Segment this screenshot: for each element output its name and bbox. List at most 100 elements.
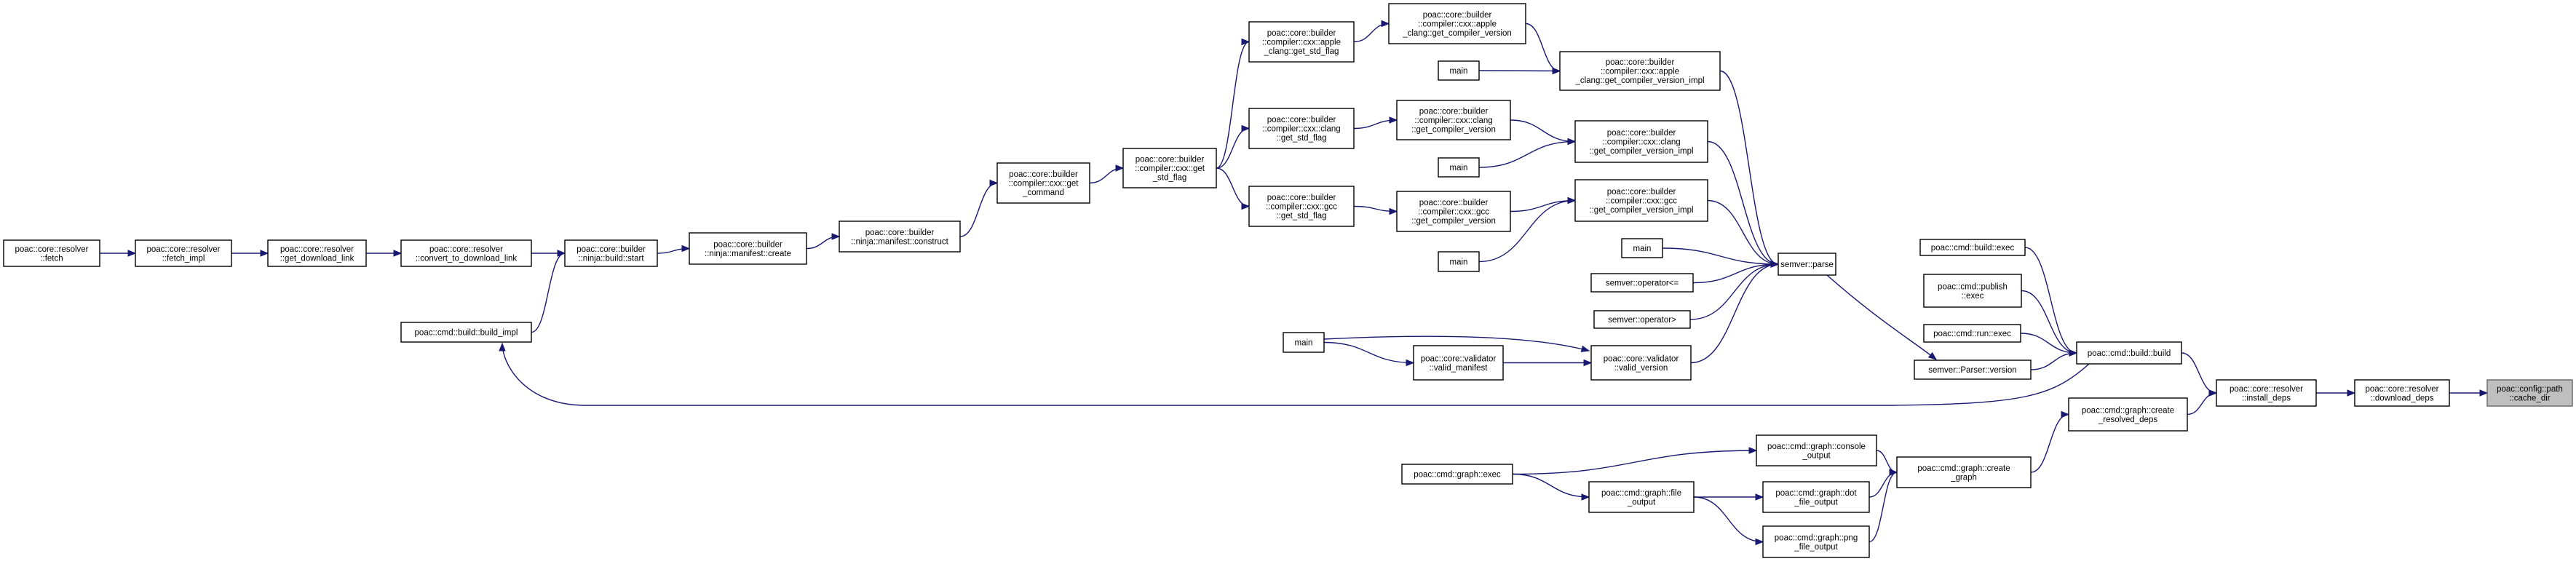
- node-label: poac::core::builder: [1009, 170, 1078, 179]
- function-node[interactable]: poac::core::builder::compiler::cxx::appl…: [1248, 21, 1355, 63]
- node-label: poac::cmd::graph::create: [2082, 406, 2174, 415]
- node-label: semver::operator<=: [1606, 279, 1679, 288]
- function-node[interactable]: poac::core::builder::compiler::cxx::clan…: [1248, 108, 1355, 149]
- function-node[interactable]: semver::parse: [1778, 253, 1836, 276]
- call-edge: [657, 245, 691, 254]
- function-node[interactable]: poac::core::resolver::get_download_link: [267, 239, 367, 267]
- node-box: [400, 239, 532, 267]
- function-node[interactable]: poac::core::builder::compiler::cxx::clan…: [1396, 100, 1511, 140]
- function-node[interactable]: poac::core::builder::ninja::build::start: [564, 239, 658, 267]
- arrowhead-icon: [1567, 138, 1577, 146]
- function-node[interactable]: poac::cmd::graph::png_file_output: [1762, 525, 1870, 558]
- node-label: main: [1450, 164, 1468, 172]
- node-label: poac::core::resolver: [280, 245, 354, 254]
- arrowhead-icon: [2347, 389, 2356, 397]
- node-box: [839, 221, 961, 253]
- function-node[interactable]: poac::core::resolver::fetch_impl: [135, 239, 232, 267]
- node-label: ::get_compiler_version: [1411, 217, 1496, 226]
- function-node[interactable]: main: [1438, 157, 1480, 178]
- function-node[interactable]: poac::cmd::graph::file_output: [1588, 481, 1695, 513]
- edge-line: [1323, 335, 1590, 351]
- function-node[interactable]: poac::core::builder::compiler::cxx::get_…: [1122, 148, 1217, 188]
- function-node[interactable]: poac::cmd::graph::create_resolved_deps: [2068, 397, 2188, 432]
- node-label: poac::cmd::graph::exec: [1414, 471, 1501, 480]
- node-box: [1438, 60, 1480, 81]
- node-box: [564, 239, 658, 267]
- node-box: [1593, 310, 1691, 329]
- function-node[interactable]: poac::cmd::build::exec: [1919, 239, 2026, 256]
- function-node[interactable]: poac::core::builder::compiler::cxx::appl…: [1388, 3, 1526, 44]
- function-node[interactable]: poac::core::builder::ninja::manifest::cr…: [689, 232, 807, 265]
- arrowhead-icon: [393, 250, 403, 257]
- call-edge: [1216, 38, 1251, 169]
- call-edge: [231, 250, 269, 257]
- call-edge: [1353, 116, 1398, 130]
- node-label: _clang::get_std_flag: [1264, 47, 1339, 56]
- function-node[interactable]: poac::core::validator::valid_version: [1590, 345, 1692, 381]
- function-node[interactable]: poac::cmd::graph::console_output: [1756, 434, 1877, 466]
- arrowhead-icon: [1389, 116, 1398, 124]
- node-label: poac::core::resolver: [429, 245, 503, 254]
- function-node[interactable]: poac::core::builder::compiler::cxx::gcc:…: [1248, 186, 1355, 227]
- function-node[interactable]: poac::cmd::build::build_impl: [400, 322, 532, 343]
- edge-line: [502, 343, 2090, 406]
- function-node[interactable]: poac::cmd::graph::create_graph: [1896, 456, 2032, 488]
- call-edge: [1323, 335, 1590, 352]
- node-box: [1413, 345, 1504, 381]
- call-edge: [366, 250, 403, 257]
- function-node[interactable]: semver::operator>: [1593, 310, 1691, 329]
- function-node[interactable]: poac::cmd::publish::exec: [1923, 274, 2022, 308]
- node-box: [267, 239, 367, 267]
- node-label: poac::cmd::publish: [1938, 282, 2008, 291]
- function-node[interactable]: semver::operator<=: [1590, 273, 1694, 293]
- edge-line: [1707, 199, 1779, 265]
- function-node[interactable]: poac::core::resolver::install_deps: [2216, 379, 2317, 407]
- node-label: poac::core::builder: [1267, 29, 1336, 38]
- function-node[interactable]: poac::core::builder::compiler::cxx::clan…: [1574, 120, 1708, 163]
- function-node[interactable]: main: [1438, 60, 1480, 81]
- function-node[interactable]: poac::core::resolver::download_deps: [2354, 379, 2450, 407]
- function-node[interactable]: poac::core::resolver::fetch: [3, 239, 100, 267]
- edge-line: [1510, 119, 1576, 143]
- function-node[interactable]: poac::core::resolver::convert_to_downloa…: [400, 239, 532, 267]
- node-label: poac::cmd::build::build: [2088, 349, 2171, 358]
- function-node[interactable]: poac::core::builder::compiler::cxx::appl…: [1559, 51, 1721, 91]
- node-label: poac::core::builder: [713, 240, 782, 249]
- arrowhead-icon: [1406, 359, 1415, 367]
- node-label: ::get_std_flag: [1276, 134, 1326, 143]
- root-node[interactable]: poac::config::path::cache_dir: [2486, 379, 2573, 407]
- node-box: [1396, 191, 1511, 232]
- edge-line: [1826, 274, 1937, 360]
- function-node[interactable]: poac::core::builder::compiler::cxx::get_…: [996, 162, 1090, 204]
- function-node[interactable]: poac::cmd::graph::dot_file_output: [1762, 481, 1870, 513]
- node-box: [2354, 379, 2450, 407]
- node-label: poac::cmd::graph::file: [1601, 489, 1681, 498]
- function-node[interactable]: main: [1621, 238, 1663, 258]
- call-edge: [1693, 496, 1764, 546]
- function-node[interactable]: poac::core::validator::valid_manifest: [1413, 345, 1504, 381]
- function-node[interactable]: main: [1283, 332, 1325, 353]
- node-label: ::cache_dir: [2509, 394, 2550, 402]
- node-label: _file_output: [1794, 543, 1838, 552]
- call-edge: [1323, 341, 1415, 367]
- arrowhead-icon: [2479, 389, 2489, 397]
- node-label: poac::cmd::build::exec: [1931, 244, 2015, 253]
- function-node[interactable]: poac::core::builder::compiler::cxx::gcc:…: [1396, 191, 1511, 232]
- function-node[interactable]: poac::cmd::build::build: [2076, 341, 2182, 365]
- node-box: [1574, 120, 1708, 163]
- function-node[interactable]: main: [1438, 251, 1480, 272]
- edge-line: [2187, 392, 2217, 416]
- function-node[interactable]: poac::cmd::run::exec: [1923, 324, 2021, 343]
- node-box: [1590, 345, 1692, 381]
- call-edge: [2030, 349, 2078, 370]
- function-node[interactable]: semver::Parser::version: [1914, 360, 2032, 380]
- function-node[interactable]: poac::cmd::graph::exec: [1401, 464, 1513, 485]
- node-label: ::compiler::cxx::clang: [1262, 125, 1340, 134]
- node-label: ::get_std_flag: [1276, 212, 1326, 221]
- function-node[interactable]: poac::core::builder::compiler::cxx::gcc:…: [1574, 179, 1708, 222]
- arrowhead-icon: [831, 233, 841, 240]
- function-node[interactable]: poac::core::builder::ninja::manifest::co…: [839, 221, 961, 253]
- node-label: ::get_compiler_version: [1411, 126, 1496, 135]
- call-edge: [1693, 493, 1764, 501]
- node-label: ::compiler::cxx::gcc: [1266, 203, 1337, 212]
